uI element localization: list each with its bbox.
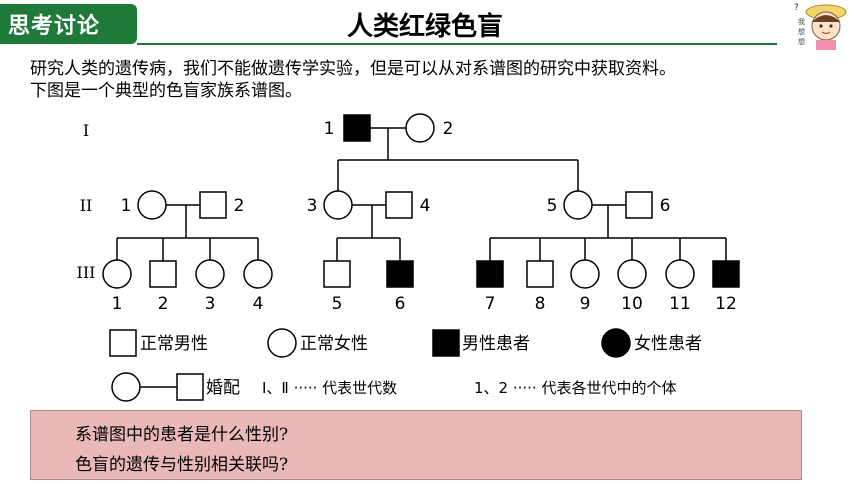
generation-label: I xyxy=(83,121,89,140)
header-underline xyxy=(137,43,777,45)
generation-label: II xyxy=(80,196,93,215)
legend-normal-female-label: 正常女性 xyxy=(300,334,368,354)
legend-generation-note: Ⅰ、Ⅱ ····· 代表世代数 xyxy=(262,379,397,397)
legend-normal-female-symbol xyxy=(267,328,297,358)
gen2-individual-1 xyxy=(137,190,167,220)
gen3-individual-4 xyxy=(243,259,273,289)
legend-affected-male-symbol xyxy=(432,329,460,357)
legend-individual-note: 1、2 ····· 代表各世代中的个体 xyxy=(474,379,676,397)
gen3-individual-11 xyxy=(665,259,695,289)
gen3-individual-9 xyxy=(570,259,600,289)
gen2-individual-2 xyxy=(199,191,227,219)
intro-line-2: 下图是一个典型的色盲家族系谱图。 xyxy=(30,81,302,101)
gen3-number: 9 xyxy=(580,294,591,314)
gen2-number: 6 xyxy=(660,196,671,216)
intro-text: 研究人类的遗传病，我们不能做遗传学实验，但是可以从对系谱图的研究中获取资料。 下… xyxy=(30,58,850,102)
legend-marriage-female xyxy=(111,372,141,402)
gen2-individual-5 xyxy=(563,190,593,220)
gen3-number: 8 xyxy=(535,294,546,314)
legend-affected-female-label: 女性患者 xyxy=(634,334,702,354)
thinking-girl-icon: ? 我 想 想 xyxy=(794,3,847,50)
gen3-number: 10 xyxy=(621,294,643,314)
gen3-number: 1 xyxy=(112,294,123,314)
legend-normal-male-symbol xyxy=(109,329,137,357)
gen3-individual-7 xyxy=(476,260,504,288)
generation-label: III xyxy=(77,263,96,282)
gen3-number: 11 xyxy=(669,294,691,314)
header-bar: 思考讨论 人类红绿色盲 ? 我 想 想 xyxy=(0,0,860,50)
gen1-number: 1 xyxy=(324,119,335,139)
question-box: 系谱图中的患者是什么性别? 色盲的遗传与性别相关联吗? xyxy=(30,410,802,480)
gen1-number: 2 xyxy=(443,119,454,139)
gen3-individual-3 xyxy=(195,259,225,289)
badge-label: 思考讨论 xyxy=(8,14,101,39)
legend-normal-male-label: 正常男性 xyxy=(140,334,208,354)
gen3-individual-12 xyxy=(712,260,740,288)
gen2-number: 5 xyxy=(547,196,558,216)
gen3-number: 5 xyxy=(332,294,343,314)
gen2-number: 2 xyxy=(234,196,245,216)
gen2-individual-4 xyxy=(385,191,413,219)
gen2-number: 1 xyxy=(121,196,132,216)
gen3-individual-5 xyxy=(323,260,351,288)
legend-marriage-male xyxy=(176,373,204,401)
gen3-number: 4 xyxy=(253,294,264,314)
gen3-number: 12 xyxy=(715,294,737,314)
mascot-caption-2: 想 xyxy=(798,27,805,36)
gen1-individual-1 xyxy=(343,114,371,142)
gen1-individual-2 xyxy=(405,113,435,143)
gen3-individual-8 xyxy=(526,260,554,288)
question-2: 色盲的遗传与性别相关联吗? xyxy=(75,455,289,475)
gen3-number: 3 xyxy=(205,294,216,314)
intro-line-1: 研究人类的遗传病，我们不能做遗传学实验，但是可以从对系谱图的研究中获取资料。 xyxy=(30,59,676,79)
mascot-caption-1: 我 xyxy=(798,17,805,26)
mascot-caption-3: 想 xyxy=(798,37,805,46)
legend-marriage-label: 婚配 xyxy=(206,378,240,398)
gen3-individual-6 xyxy=(386,260,414,288)
mascot-question-mark: ? xyxy=(794,3,799,13)
gen3-individual-2 xyxy=(149,260,177,288)
page-title: 人类红绿色盲 xyxy=(346,12,503,42)
question-1: 系谱图中的患者是什么性别? xyxy=(75,425,289,445)
gen2-individual-3 xyxy=(323,190,353,220)
gen3-number: 6 xyxy=(395,294,406,314)
gen3-individual-10 xyxy=(617,259,647,289)
gen3-number: 2 xyxy=(158,294,169,314)
legend-affected-female-symbol xyxy=(601,328,631,358)
gen2-number: 3 xyxy=(307,196,318,216)
gen2-number: 4 xyxy=(420,196,431,216)
gen3-number: 7 xyxy=(485,294,496,314)
gen2-individual-6 xyxy=(625,191,653,219)
gen3-individual-1 xyxy=(102,259,132,289)
discussion-badge: 思考讨论 xyxy=(0,4,137,44)
legend-affected-male-label: 男性患者 xyxy=(462,334,530,354)
